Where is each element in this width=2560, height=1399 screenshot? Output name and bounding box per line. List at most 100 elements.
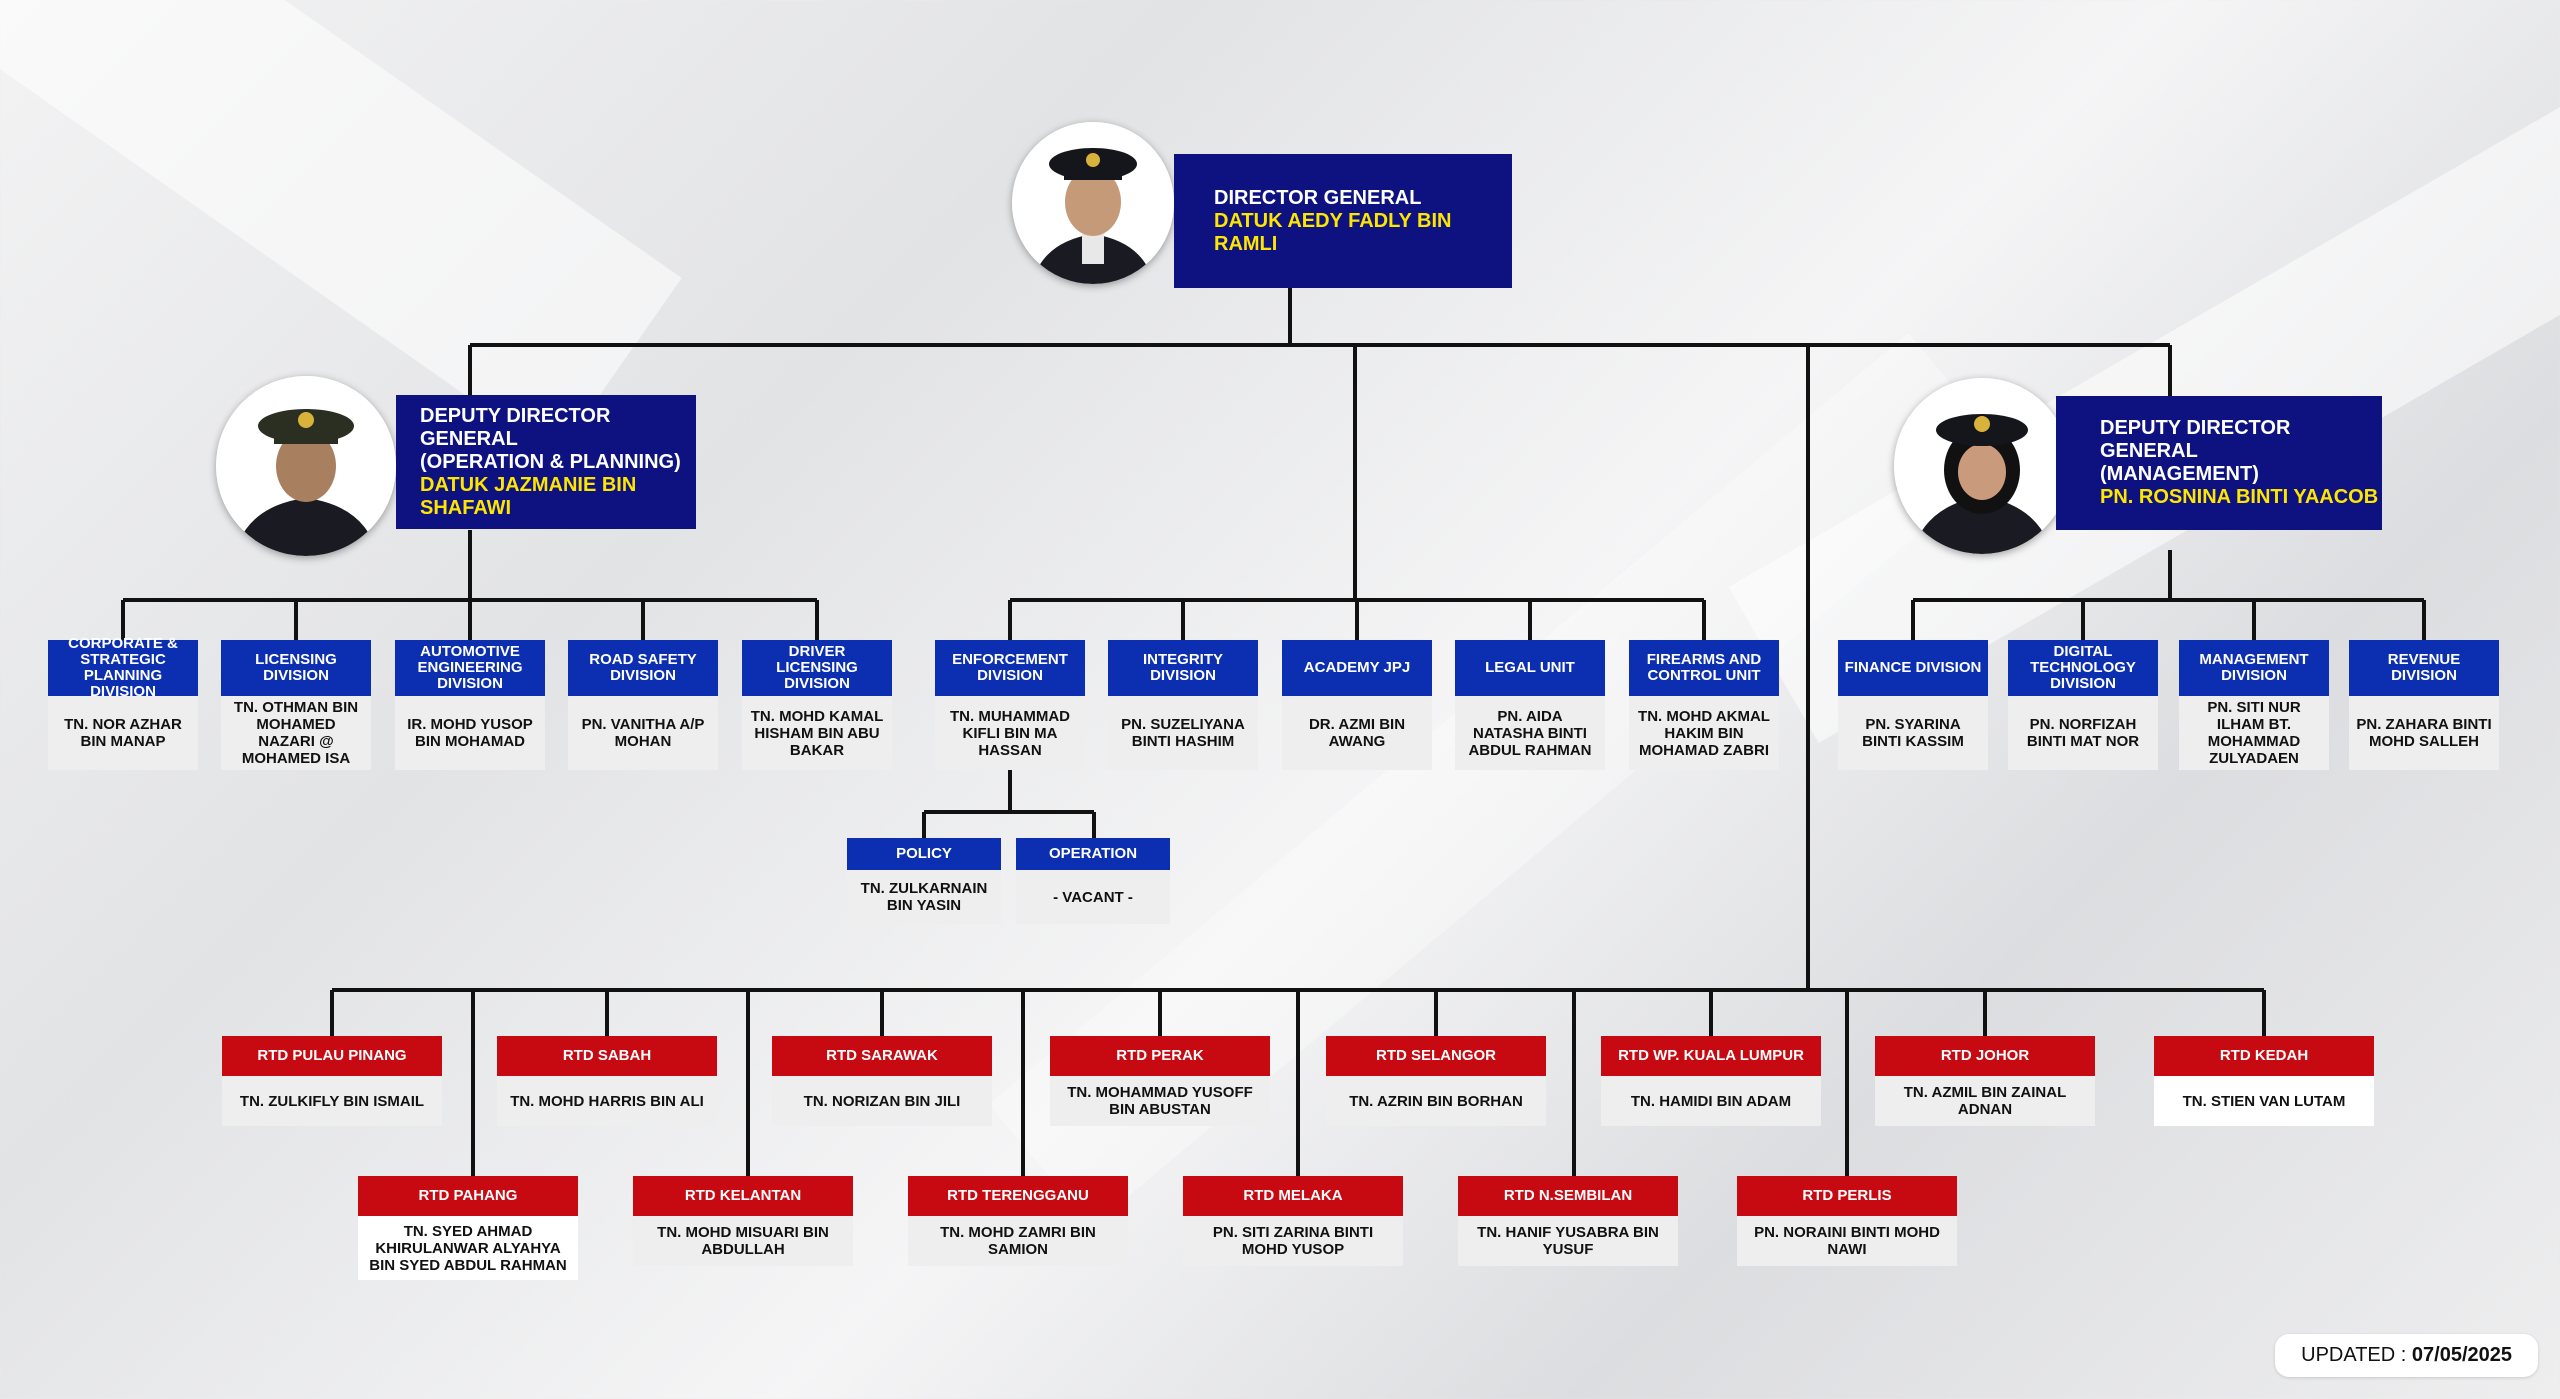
enforcement-sub-card: OPERATION - VACANT - <box>1016 838 1170 924</box>
division-head-name: PN. AIDA NATASHA BINTI ABDUL RAHMAN <box>1455 696 1605 770</box>
rtd-title: RTD KELANTAN <box>633 1176 853 1216</box>
division-title: DRIVER LICENSING DIVISION <box>742 640 892 696</box>
division-card: DRIVER LICENSING DIVISION TN. MOHD KAMAL… <box>742 640 892 770</box>
rtd-head-name: TN. ZULKIFLY BIN ISMAIL <box>222 1076 442 1126</box>
division-head-name: DR. AZMI BIN AWANG <box>1282 696 1432 770</box>
division-head-name: TN. MOHD AKMAL HAKIM BIN MOHAMAD ZABRI <box>1629 696 1779 770</box>
director-general-title: DIRECTOR GENERAL <box>1214 186 1422 209</box>
division-title: INTEGRITY DIVISION <box>1108 640 1258 696</box>
rtd-card: RTD JOHOR TN. AZMIL BIN ZAINAL ADNAN <box>1875 1036 2095 1126</box>
rtd-card: RTD SELANGOR TN. AZRIN BIN BORHAN <box>1326 1036 1546 1126</box>
rtd-card: RTD WP. KUALA LUMPUR TN. HAMIDI BIN ADAM <box>1601 1036 1821 1126</box>
division-head-name: TN. MOHD KAMAL HISHAM BIN ABU BAKAR <box>742 696 892 770</box>
ddg-management-photo <box>1894 378 2070 554</box>
rtd-head-name: TN. MOHD HARRIS BIN ALI <box>497 1076 717 1126</box>
rtd-head-name: TN. MOHD ZAMRI BIN SAMION <box>908 1216 1128 1266</box>
division-card: ROAD SAFETY DIVISION PN. VANITHA A/P MOH… <box>568 640 718 770</box>
rtd-head-name: TN. AZMIL BIN ZAINAL ADNAN <box>1875 1076 2095 1126</box>
division-head-name: IR. MOHD YUSOP BIN MOHAMAD <box>395 696 545 770</box>
rtd-card: RTD PAHANG TN. SYED AHMAD KHIRULANWAR AL… <box>358 1176 578 1280</box>
sub-unit-head-name: TN. ZULKARNAIN BIN YASIN <box>847 870 1001 924</box>
rtd-title: RTD TERENGGANU <box>908 1176 1128 1216</box>
updated-label: UPDATED : <box>2301 1344 2407 1366</box>
rtd-card: RTD PULAU PINANG TN. ZULKIFLY BIN ISMAIL <box>222 1036 442 1126</box>
director-general-name: DATUK AEDY FADLY BIN RAMLI <box>1214 209 1452 255</box>
division-title: FIREARMS AND CONTROL UNIT <box>1629 640 1779 696</box>
rtd-title: RTD WP. KUALA LUMPUR <box>1601 1036 1821 1076</box>
division-head-name: PN. ZAHARA BINTI MOHD SALLEH <box>2349 696 2499 770</box>
division-head-name: PN. VANITHA A/P MOHAN <box>568 696 718 770</box>
rtd-title: RTD N.SEMBILAN <box>1458 1176 1678 1216</box>
division-card: AUTOMOTIVE ENGINEERING DIVISION IR. MOHD… <box>395 640 545 770</box>
division-title: REVENUE DIVISION <box>2349 640 2499 696</box>
sub-unit-head-name: - VACANT - <box>1016 870 1170 924</box>
rtd-title: RTD SARAWAK <box>772 1036 992 1076</box>
ddg-operation-title-2: (OPERATION & PLANNING) <box>420 450 681 473</box>
division-title: ACADEMY JPJ <box>1282 640 1432 696</box>
rtd-card: RTD SABAH TN. MOHD HARRIS BIN ALI <box>497 1036 717 1126</box>
division-card: ACADEMY JPJ DR. AZMI BIN AWANG <box>1282 640 1432 770</box>
director-general-photo <box>1012 122 1174 284</box>
division-title: ENFORCEMENT DIVISION <box>935 640 1085 696</box>
rtd-title: RTD SELANGOR <box>1326 1036 1546 1076</box>
rtd-head-name: TN. STIEN VAN LUTAM <box>2154 1076 2374 1126</box>
sub-unit-title: POLICY <box>847 838 1001 870</box>
rtd-head-name: TN. MOHAMMAD YUSOFF BIN ABUSTAN <box>1050 1076 1270 1126</box>
division-head-name: PN. SITI NUR ILHAM BT. MOHAMMAD ZULYADAE… <box>2179 696 2329 770</box>
rtd-card: RTD PERLIS PN. NORAINI BINTI MOHD NAWI <box>1737 1176 1957 1266</box>
ddg-management-title-1: DEPUTY DIRECTOR GENERAL <box>2100 417 2291 462</box>
division-title: AUTOMOTIVE ENGINEERING DIVISION <box>395 640 545 696</box>
division-card: DIGITAL TECHNOLOGY DIVISION PN. NORFIZAH… <box>2008 640 2158 770</box>
rtd-title: RTD JOHOR <box>1875 1036 2095 1076</box>
updated-date: 07/05/2025 <box>2411 1344 2512 1366</box>
rtd-title: RTD MELAKA <box>1183 1176 1403 1216</box>
division-title: LICENSING DIVISION <box>221 640 371 696</box>
division-card: FIREARMS AND CONTROL UNIT TN. MOHD AKMAL… <box>1629 640 1779 770</box>
updated-badge: UPDATED : 07/05/2025 <box>2275 1334 2538 1377</box>
division-card: FINANCE DIVISION PN. SYARINA BINTI KASSI… <box>1838 640 1988 770</box>
ddg-operation-photo <box>216 376 396 556</box>
rtd-title: RTD PERAK <box>1050 1036 1270 1076</box>
division-card: LEGAL UNIT PN. AIDA NATASHA BINTI ABDUL … <box>1455 640 1605 770</box>
rtd-head-name: TN. NORIZAN BIN JILI <box>772 1076 992 1126</box>
division-card: LICENSING DIVISION TN. OTHMAN BIN MOHAME… <box>221 640 371 770</box>
division-card: MANAGEMENT DIVISION PN. SITI NUR ILHAM B… <box>2179 640 2329 770</box>
rtd-title: RTD PAHANG <box>358 1176 578 1216</box>
rtd-head-name: TN. AZRIN BIN BORHAN <box>1326 1076 1546 1126</box>
rtd-title: RTD KEDAH <box>2154 1036 2374 1076</box>
rtd-head-name: PN. NORAINI BINTI MOHD NAWI <box>1737 1216 1957 1266</box>
rtd-head-name: TN. MOHD MISUARI BIN ABDULLAH <box>633 1216 853 1266</box>
division-head-name: TN. NOR AZHAR BIN MANAP <box>48 696 198 770</box>
division-card: ENFORCEMENT DIVISION TN. MUHAMMAD KIFLI … <box>935 640 1085 770</box>
division-title: ROAD SAFETY DIVISION <box>568 640 718 696</box>
division-head-name: PN. SYARINA BINTI KASSIM <box>1838 696 1988 770</box>
rtd-head-name: TN. SYED AHMAD KHIRULANWAR ALYAHYA BIN S… <box>358 1216 578 1280</box>
division-head-name: TN. OTHMAN BIN MOHAMED NAZARI @ MOHAMED … <box>221 696 371 770</box>
rtd-head-name: PN. SITI ZARINA BINTI MOHD YUSOP <box>1183 1216 1403 1266</box>
ddg-management-card: DEPUTY DIRECTOR GENERAL (MANAGEMENT) PN.… <box>2056 396 2382 530</box>
rtd-card: RTD PERAK TN. MOHAMMAD YUSOFF BIN ABUSTA… <box>1050 1036 1270 1126</box>
division-title: FINANCE DIVISION <box>1838 640 1988 696</box>
rtd-title: RTD PULAU PINANG <box>222 1036 442 1076</box>
rtd-head-name: TN. HANIF YUSABRA BIN YUSUF <box>1458 1216 1678 1266</box>
division-head-name: PN. SUZELIYANA BINTI HASHIM <box>1108 696 1258 770</box>
rtd-card: RTD MELAKA PN. SITI ZARINA BINTI MOHD YU… <box>1183 1176 1403 1266</box>
division-title: MANAGEMENT DIVISION <box>2179 640 2329 696</box>
ddg-operation-name: DATUK JAZMANIE BIN SHAFAWI <box>420 473 637 519</box>
director-general-card: DIRECTOR GENERAL DATUK AEDY FADLY BIN RA… <box>1174 154 1512 288</box>
division-card: REVENUE DIVISION PN. ZAHARA BINTI MOHD S… <box>2349 640 2499 770</box>
rtd-title: RTD SABAH <box>497 1036 717 1076</box>
ddg-management-title-2: (MANAGEMENT) <box>2100 463 2259 485</box>
division-title: CORPORATE & STRATEGIC PLANNING DIVISION <box>48 636 198 700</box>
rtd-head-name: TN. HAMIDI BIN ADAM <box>1601 1076 1821 1126</box>
rtd-card: RTD N.SEMBILAN TN. HANIF YUSABRA BIN YUS… <box>1458 1176 1678 1266</box>
division-title: DIGITAL TECHNOLOGY DIVISION <box>2008 640 2158 696</box>
sub-unit-title: OPERATION <box>1016 838 1170 870</box>
enforcement-sub-card: POLICY TN. ZULKARNAIN BIN YASIN <box>847 838 1001 924</box>
rtd-card: RTD SARAWAK TN. NORIZAN BIN JILI <box>772 1036 992 1126</box>
rtd-card: RTD KEDAH TN. STIEN VAN LUTAM <box>2154 1036 2374 1126</box>
ddg-operation-card: DEPUTY DIRECTOR GENERAL (OPERATION & PLA… <box>396 395 696 529</box>
rtd-card: RTD TERENGGANU TN. MOHD ZAMRI BIN SAMION <box>908 1176 1128 1266</box>
division-head-name: PN. NORFIZAH BINTI MAT NOR <box>2008 696 2158 770</box>
